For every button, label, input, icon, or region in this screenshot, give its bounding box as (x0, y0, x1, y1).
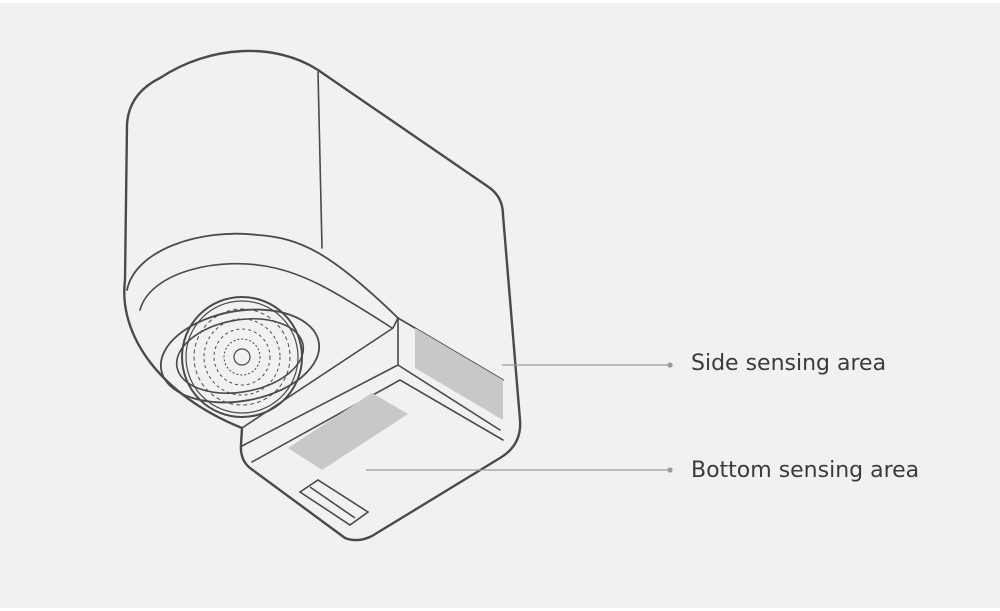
aerator-icon (159, 296, 321, 418)
side-callout-leader (502, 362, 673, 368)
side-sensing-area-label: Side sensing area (691, 351, 887, 376)
front-ring-inner (139, 262, 393, 329)
device-top-seam (317, 71, 323, 249)
bottom-sensor-window (288, 393, 408, 470)
bottom-callout-leader (366, 467, 673, 473)
diagram-background (0, 3, 1000, 608)
lower-lip (251, 379, 504, 463)
device-body-outline (123, 49, 522, 542)
bottom-tab-icon (298, 479, 370, 526)
side-sensor-window (415, 328, 503, 420)
bottom-sensing-area-label: Bottom sensing area (691, 458, 920, 483)
front-ring-outer (126, 232, 399, 319)
